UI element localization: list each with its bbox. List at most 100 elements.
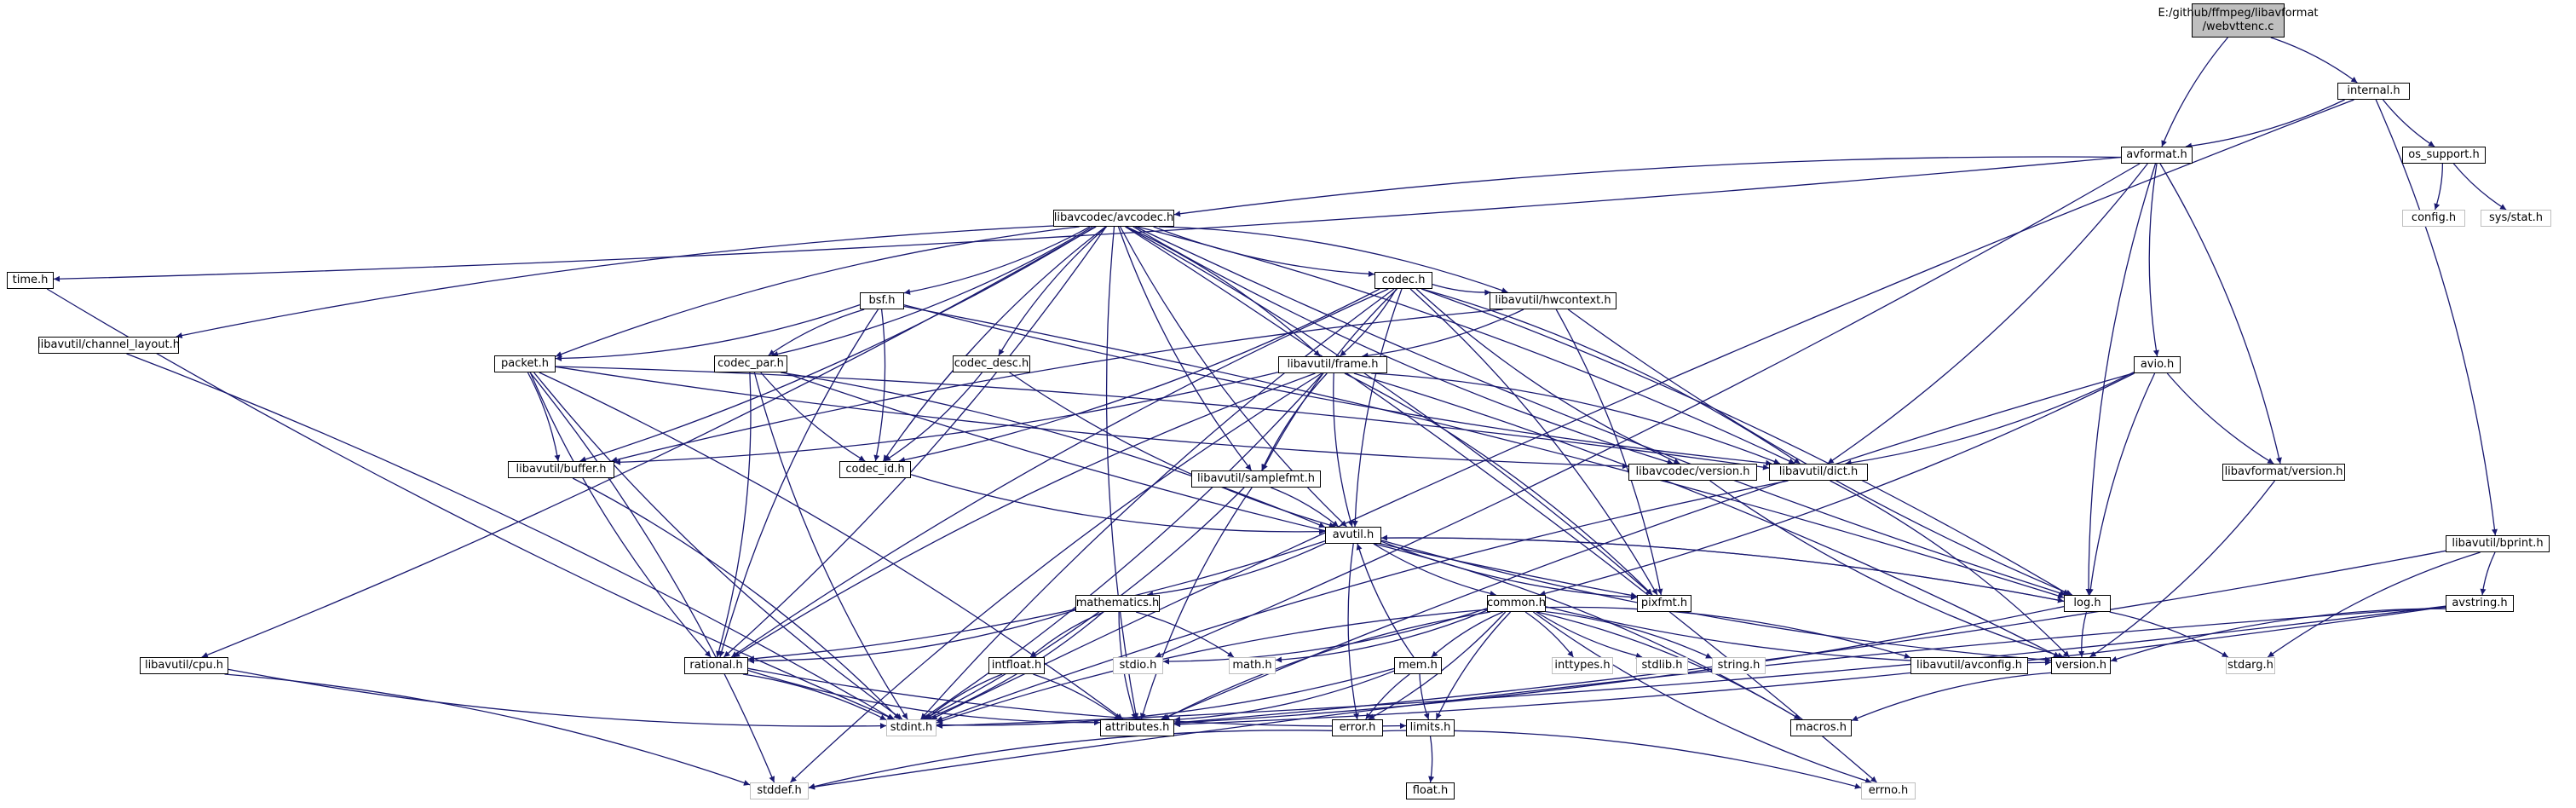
node-stddef[interactable]: stddef.h [750, 782, 809, 799]
node-codec-desc[interactable]: codec_desc.h [953, 355, 1030, 372]
node-inttypes[interactable]: inttypes.h [1552, 657, 1613, 674]
node-codec-par[interactable]: codec_par.h [714, 355, 787, 372]
edge-avio-to-dict [1845, 372, 2135, 466]
edge-common-to-errno [1532, 611, 1872, 784]
node-hwcontext[interactable]: libavutil/hwcontext.h [1490, 292, 1616, 309]
node-frame[interactable]: libavutil/frame.h [1278, 356, 1387, 373]
edge-bsf-to-dict [903, 304, 1772, 466]
edge-codec-to-pixfmt [1409, 288, 1658, 596]
node-bprint[interactable]: libavutil/bprint.h [2446, 535, 2550, 552]
node-mathematics[interactable]: mathematics.h [1075, 595, 1160, 612]
edge-channel-layout-to-stdint [126, 353, 894, 720]
root-file-path-line2: /webvttenc.c [2202, 20, 2274, 33]
node-dict[interactable]: libavutil/dict.h [1769, 464, 1868, 481]
node-cpu[interactable]: libavutil/cpu.h [140, 657, 228, 674]
edge-avcodec-to-channel-layout [176, 225, 1054, 339]
node-version[interactable]: version.h [2051, 657, 2111, 674]
edge-intfloat-to-attributes [1033, 673, 1121, 720]
node-avcodec[interactable]: libavcodec/avcodec.h [1053, 210, 1174, 227]
edge-mem-to-limits [1419, 673, 1430, 720]
node-time[interactable]: time.h [7, 272, 54, 289]
node-float[interactable]: float.h [1406, 782, 1455, 799]
node-config[interactable]: config.h [2402, 210, 2465, 227]
node-avstring[interactable]: avstring.h [2446, 595, 2514, 612]
node-avio[interactable]: avio.h [2134, 356, 2181, 373]
node-avformat[interactable]: avformat.h [2121, 147, 2193, 164]
edge-mem-to-avutil [1356, 543, 1415, 658]
edge-codec-to-hwcontext [1432, 283, 1491, 296]
edge-mathematics-to-intfloat [1029, 611, 1104, 658]
edge-lavf-version-to-version [2089, 480, 2276, 658]
edge-dict-to-version [1830, 480, 2070, 658]
node-pixfmt[interactable]: pixfmt.h [1637, 595, 1691, 612]
edge-avcodec-to-rational [723, 226, 1107, 658]
node-common[interactable]: common.h [1487, 595, 1546, 612]
edge-log-to-attributes [1173, 605, 2065, 726]
node-stdlib[interactable]: stdlib.h [1636, 657, 1688, 674]
edge-bprint-to-stdarg [2267, 551, 2481, 658]
edge-mem-to-error [1365, 673, 1410, 720]
edge-common-to-stdint [936, 609, 1488, 724]
edge-avcodec-to-cpu [201, 226, 1097, 658]
edge-avcodec-to-hwcontext [1159, 226, 1508, 293]
edge-avformat-to-avio [2148, 163, 2159, 357]
node-avconfig[interactable]: libavutil/avconfig.h [1910, 657, 2028, 674]
node-log[interactable]: log.h [2064, 595, 2111, 612]
node-internal[interactable]: internal.h [2337, 83, 2410, 100]
edge-frame-to-pixfmt [1344, 372, 1653, 596]
edge-bsf-to-codec-id [873, 309, 886, 462]
node-codec-id[interactable]: codec_id.h [839, 461, 911, 478]
edge-avcodec-to-pixfmt [1125, 226, 1653, 596]
edge-codec-par-to-avutil [781, 372, 1326, 528]
node-limits[interactable]: limits.h [1406, 719, 1455, 736]
node-avutil[interactable]: avutil.h [1325, 527, 1381, 544]
node-attributes[interactable]: attributes.h [1100, 719, 1174, 736]
edge-avcodec-to-attributes [1105, 226, 1139, 720]
node-stdint[interactable]: stdint.h [886, 719, 936, 736]
node-lavf-version[interactable]: libavformat/version.h [2222, 464, 2345, 481]
edge-avutil-to-rational [747, 540, 1326, 662]
edge-frame-to-dict [1371, 372, 1781, 465]
edge-avstring-to-stdint [936, 605, 2446, 729]
edge-avformat-to-stdio [1155, 163, 2141, 658]
edge-dict-to-stdint [936, 480, 1789, 722]
node-errno[interactable]: errno.h [1861, 782, 1916, 799]
edge-avstring-to-stddef [808, 606, 2446, 790]
edge-packet-to-lavc-version [555, 366, 1629, 470]
edge-os-support-to-config [2434, 163, 2444, 211]
node-lavc-version[interactable]: libavcodec/version.h [1628, 464, 1757, 481]
edge-hwcontext-to-pixfmt [1555, 309, 1663, 596]
node-sysstat[interactable]: sys/stat.h [2481, 210, 2551, 227]
node-bsf[interactable]: bsf.h [860, 292, 904, 309]
node-stdarg[interactable]: stdarg.h [2226, 657, 2275, 674]
node-intfloat[interactable]: intfloat.h [988, 657, 1045, 674]
edge-limits-to-float [1428, 736, 1435, 783]
node-packet[interactable]: packet.h [494, 355, 556, 372]
edge-avcodec-to-codec-id [882, 226, 1106, 462]
edge-frame-to-version [1353, 372, 2060, 658]
node-codec[interactable]: codec.h [1374, 272, 1432, 289]
edge-internal-to-os-support [2382, 99, 2435, 147]
edge-avcodec-to-dict [1137, 226, 1795, 465]
node-buffer[interactable]: libavutil/buffer.h [508, 461, 614, 478]
root-file-path-line1: E:/github/ffmpeg/libavformat [2158, 7, 2319, 20]
node-macros[interactable]: macros.h [1790, 719, 1852, 736]
node-mem[interactable]: mem.h [1394, 657, 1442, 674]
edge-error-to-errno [1382, 730, 1862, 789]
edge-rational-to-stdint [742, 673, 887, 721]
edge-packet-to-stddef [529, 372, 775, 783]
edge-codec-par-to-stdint [753, 372, 908, 720]
node-root-file[interactable]: E:/github/ffmpeg/libavformat /webvttenc.… [2158, 3, 2319, 38]
edge-common-to-avconfig [1545, 606, 1911, 659]
node-os-support[interactable]: os_support.h [2402, 147, 2486, 164]
node-error[interactable]: error.h [1332, 719, 1383, 736]
node-stdio[interactable]: stdio.h [1113, 657, 1163, 674]
node-channel-layout[interactable]: libavutil/channel_layout.h [37, 337, 180, 354]
node-rational[interactable]: rational.h [684, 657, 748, 674]
node-samplefmt[interactable]: libavutil/samplefmt.h [1191, 470, 1321, 488]
edge-packet-to-buffer [527, 372, 561, 462]
node-math[interactable]: math.h [1229, 657, 1276, 674]
node-string[interactable]: string.h [1712, 657, 1766, 674]
edge-layer [46, 37, 2507, 790]
